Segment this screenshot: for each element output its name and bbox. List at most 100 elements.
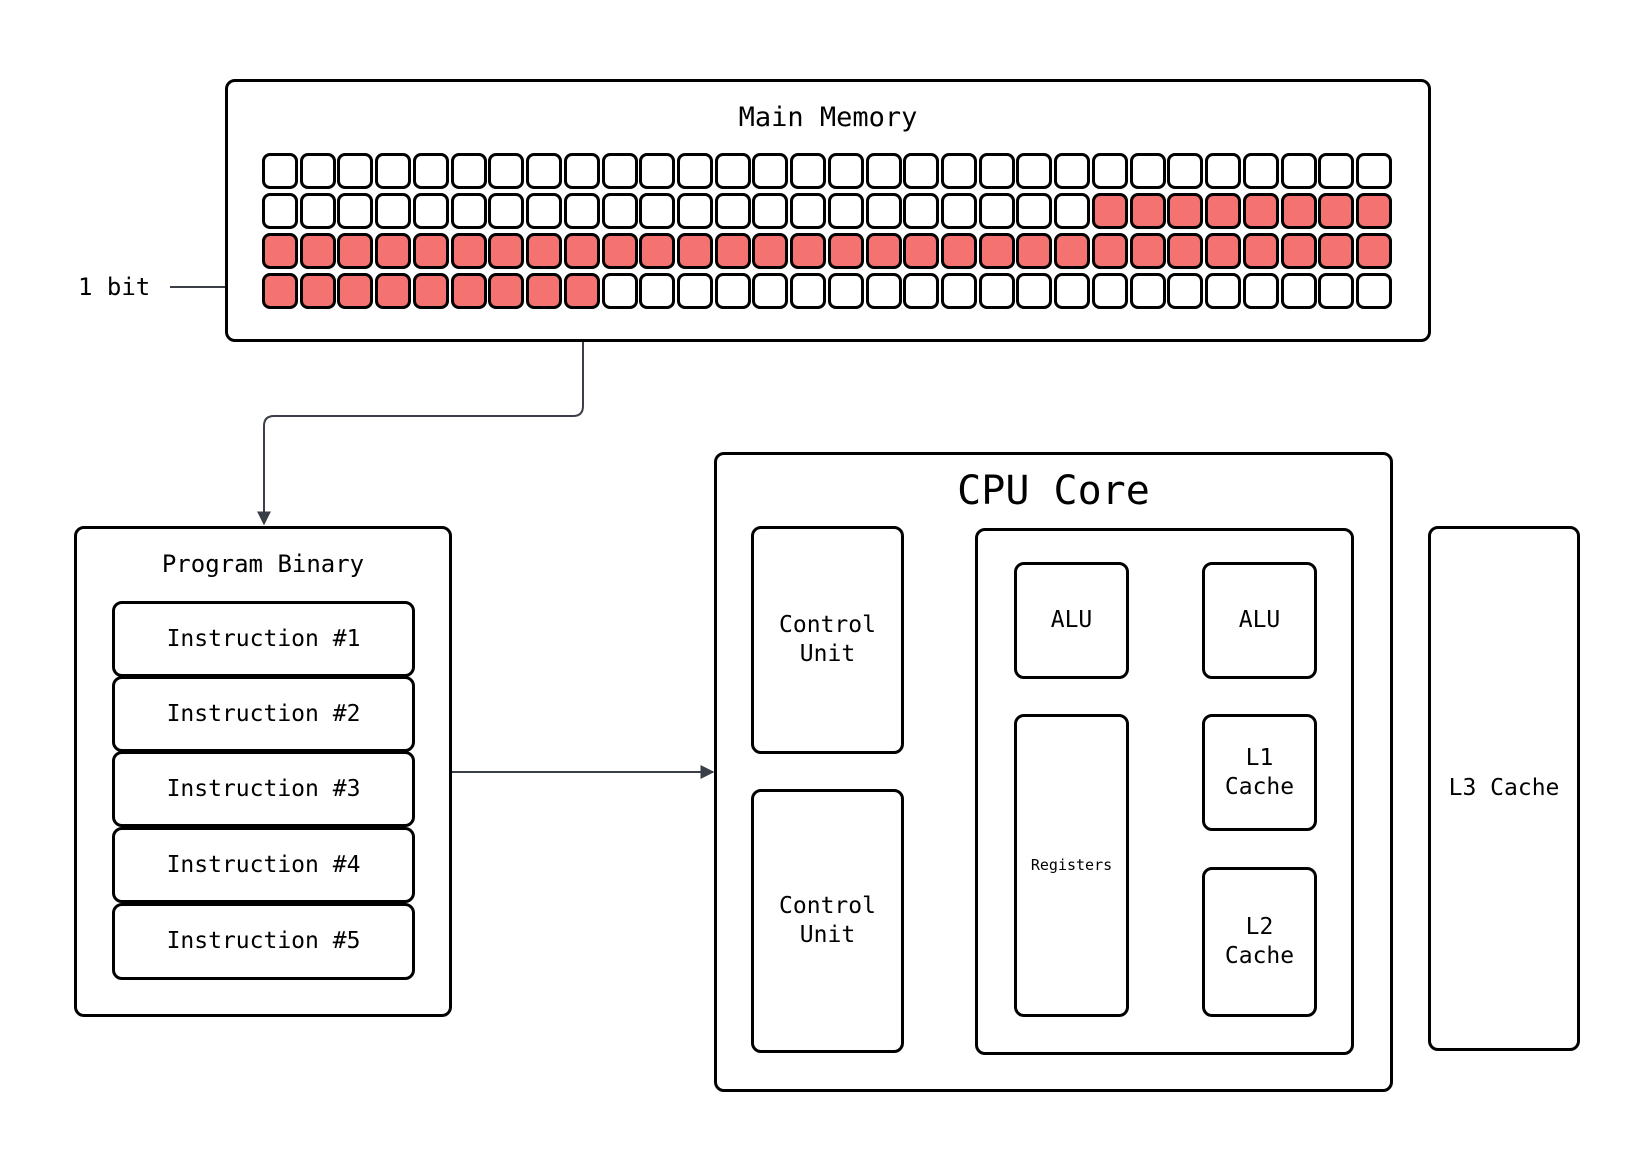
memory-bit-clear	[1129, 153, 1166, 189]
memory-bit-clear	[903, 273, 940, 309]
memory-bit-clear	[262, 153, 298, 189]
memory-bit-set	[488, 273, 525, 309]
control-unit: Control Unit	[751, 526, 904, 754]
memory-bit-set	[450, 233, 487, 269]
memory-bit-clear	[526, 193, 563, 229]
memory-bit-clear	[526, 153, 563, 189]
memory-bit-clear	[752, 153, 789, 189]
memory-bit-clear	[450, 193, 487, 229]
memory-bit-clear	[601, 273, 638, 309]
memory-bit-set	[865, 233, 902, 269]
memory-bit-set	[827, 233, 864, 269]
control-unit: Control Unit	[751, 789, 904, 1053]
memory-bit-clear	[1016, 193, 1053, 229]
memory-bit-clear	[978, 153, 1015, 189]
memory-bit-set	[488, 233, 525, 269]
memory-bit-clear	[941, 153, 978, 189]
memory-bit-set	[412, 273, 449, 309]
memory-bit-clear	[676, 153, 713, 189]
memory-bit-set	[1280, 233, 1317, 269]
memory-bit-clear	[978, 193, 1015, 229]
memory-bit-clear	[412, 153, 449, 189]
memory-bit-clear	[1016, 153, 1053, 189]
memory-bit-clear	[1242, 153, 1279, 189]
memory-bit-clear	[488, 153, 525, 189]
memory-bit-clear	[865, 273, 902, 309]
memory-bit-clear	[941, 273, 978, 309]
main-memory-title: Main Memory	[738, 102, 918, 133]
memory-bit-clear	[714, 153, 751, 189]
memory-bit-set	[375, 233, 412, 269]
memory-bit-clear	[1318, 153, 1355, 189]
memory-bit-clear	[639, 153, 676, 189]
memory-bit-set	[1242, 193, 1279, 229]
memory-bit-clear	[1280, 153, 1317, 189]
memory-bit-clear	[601, 193, 638, 229]
memory-bit-set	[1242, 233, 1279, 269]
memory-bit-set	[450, 273, 487, 309]
l1-cache-block: L1 Cache	[1202, 714, 1317, 831]
memory-bit-clear	[337, 193, 374, 229]
memory-bit-clear	[1356, 273, 1392, 309]
program-binary-title: Program Binary	[161, 550, 365, 578]
memory-bit-clear	[299, 153, 336, 189]
alu-block: ALU	[1014, 562, 1129, 679]
memory-bit-clear	[827, 193, 864, 229]
memory-bit-set	[752, 233, 789, 269]
memory-bit-clear	[827, 273, 864, 309]
memory-bit-clear	[1054, 153, 1091, 189]
cpu-core-title: CPU Core	[957, 468, 1150, 514]
memory-bit-clear	[563, 193, 600, 229]
memory-bit-clear	[639, 193, 676, 229]
memory-bit-clear	[1356, 153, 1392, 189]
memory-bit-set	[1205, 233, 1242, 269]
memory-bit-set	[299, 273, 336, 309]
memory-bit-clear	[1280, 273, 1317, 309]
memory-bit-clear	[1242, 273, 1279, 309]
memory-bit-clear	[1016, 273, 1053, 309]
memory-bit-clear	[865, 193, 902, 229]
instruction-item: Instruction #4	[112, 827, 415, 903]
memory-bit-set	[375, 273, 412, 309]
memory-bit-set	[262, 233, 298, 269]
instruction-item: Instruction #2	[112, 676, 415, 752]
memory-bit-clear	[676, 193, 713, 229]
memory-bit-clear	[676, 273, 713, 309]
memory-bit-set	[1318, 233, 1355, 269]
memory-bit-clear	[1091, 153, 1128, 189]
memory-bit-set	[1356, 233, 1392, 269]
memory-bit-set	[1054, 233, 1091, 269]
memory-bit-set	[941, 233, 978, 269]
memory-bit-clear	[375, 153, 412, 189]
memory-bit-set	[1129, 193, 1166, 229]
memory-bit-clear	[790, 153, 827, 189]
memory-bit-set	[1356, 193, 1392, 229]
memory-bit-set	[903, 233, 940, 269]
memory-bit-set	[526, 273, 563, 309]
memory-bit-set	[1091, 193, 1128, 229]
instruction-item: Instruction #3	[112, 751, 415, 827]
l2-cache-block: L2 Cache	[1202, 867, 1317, 1017]
memory-bit-set	[1167, 193, 1204, 229]
memory-bit-clear	[563, 153, 600, 189]
memory-bit-clear	[1054, 193, 1091, 229]
memory-bit-clear	[752, 193, 789, 229]
memory-bit-clear	[1054, 273, 1091, 309]
memory-bit-grid	[262, 153, 1392, 309]
memory-bit-set	[526, 233, 563, 269]
memory-bit-set	[1129, 233, 1166, 269]
memory-bit-set	[337, 273, 374, 309]
memory-bit-clear	[375, 193, 412, 229]
memory-to-program-arrow	[257, 310, 584, 526]
memory-bit-clear	[1205, 153, 1242, 189]
memory-bit-set	[714, 233, 751, 269]
memory-bit-clear	[1205, 273, 1242, 309]
memory-bit-clear	[941, 193, 978, 229]
memory-bit-clear	[1091, 273, 1128, 309]
memory-bit-clear	[639, 273, 676, 309]
memory-bit-clear	[488, 193, 525, 229]
memory-bit-set	[1318, 193, 1355, 229]
bit-label: 1 bit	[78, 273, 151, 301]
memory-bit-clear	[903, 153, 940, 189]
memory-bit-set	[337, 233, 374, 269]
